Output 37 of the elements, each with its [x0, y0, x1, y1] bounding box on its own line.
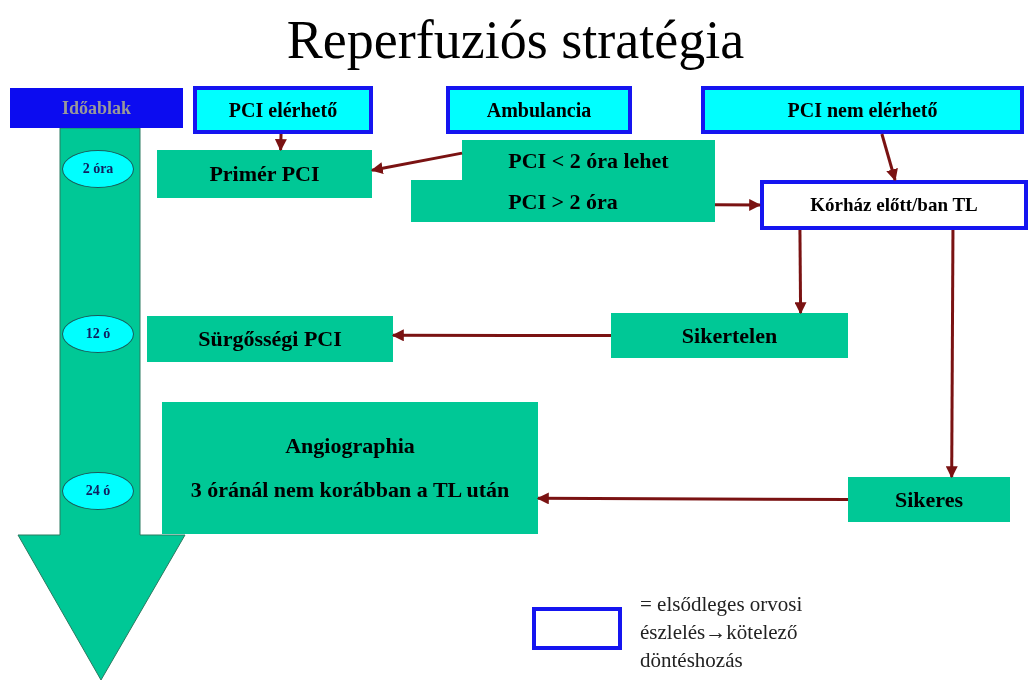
setting-box: [446, 86, 632, 134]
process-box: [162, 402, 538, 534]
node-text: 2 óra: [82, 161, 114, 177]
node-text: PCI nem elérhető: [787, 98, 938, 122]
node-text: Időablak: [61, 97, 131, 119]
node-text: Kórház előtt/ban TL: [810, 194, 978, 216]
node-text: Angiographia: [285, 433, 415, 459]
process-box: [147, 316, 393, 362]
arrow: [715, 198, 762, 211]
process-box: [411, 140, 715, 222]
setting-box: [701, 86, 1024, 134]
node-text: 12 ó: [85, 326, 111, 342]
process-box: [611, 313, 848, 358]
legend-text: = elsődleges orvosi észlelés→kötelező döntéshozás: [640, 591, 804, 674]
arrow: [945, 230, 958, 479]
arrow: [274, 133, 287, 152]
time-window-header: [10, 88, 183, 128]
arrow: [880, 133, 898, 182]
node-text: PCI < 2 óra lehet: [508, 147, 669, 174]
node-text: Sikeres: [894, 486, 963, 513]
arrow: [794, 230, 807, 315]
setting-box: [193, 86, 373, 134]
node-text: 3 óránál nem korábban a TL után: [189, 477, 511, 503]
node-text: 24 ó: [85, 483, 111, 499]
process-box: [848, 477, 1010, 522]
node-text: Primér PCI: [209, 161, 320, 187]
node-text: PCI elérhető: [228, 98, 338, 122]
arrow: [391, 329, 611, 342]
node-text: Sikertelen: [681, 322, 778, 349]
arrow: [370, 151, 463, 175]
title: Reperfuziós stratégia: [285, 9, 746, 72]
decision-box: [760, 180, 1028, 230]
node-text: Ambulancia: [486, 98, 592, 122]
node-text: Sürgősségi PCI: [198, 326, 342, 352]
process-box: [157, 150, 372, 198]
arrow: [536, 492, 848, 505]
node-text: PCI > 2 óra: [508, 188, 618, 215]
